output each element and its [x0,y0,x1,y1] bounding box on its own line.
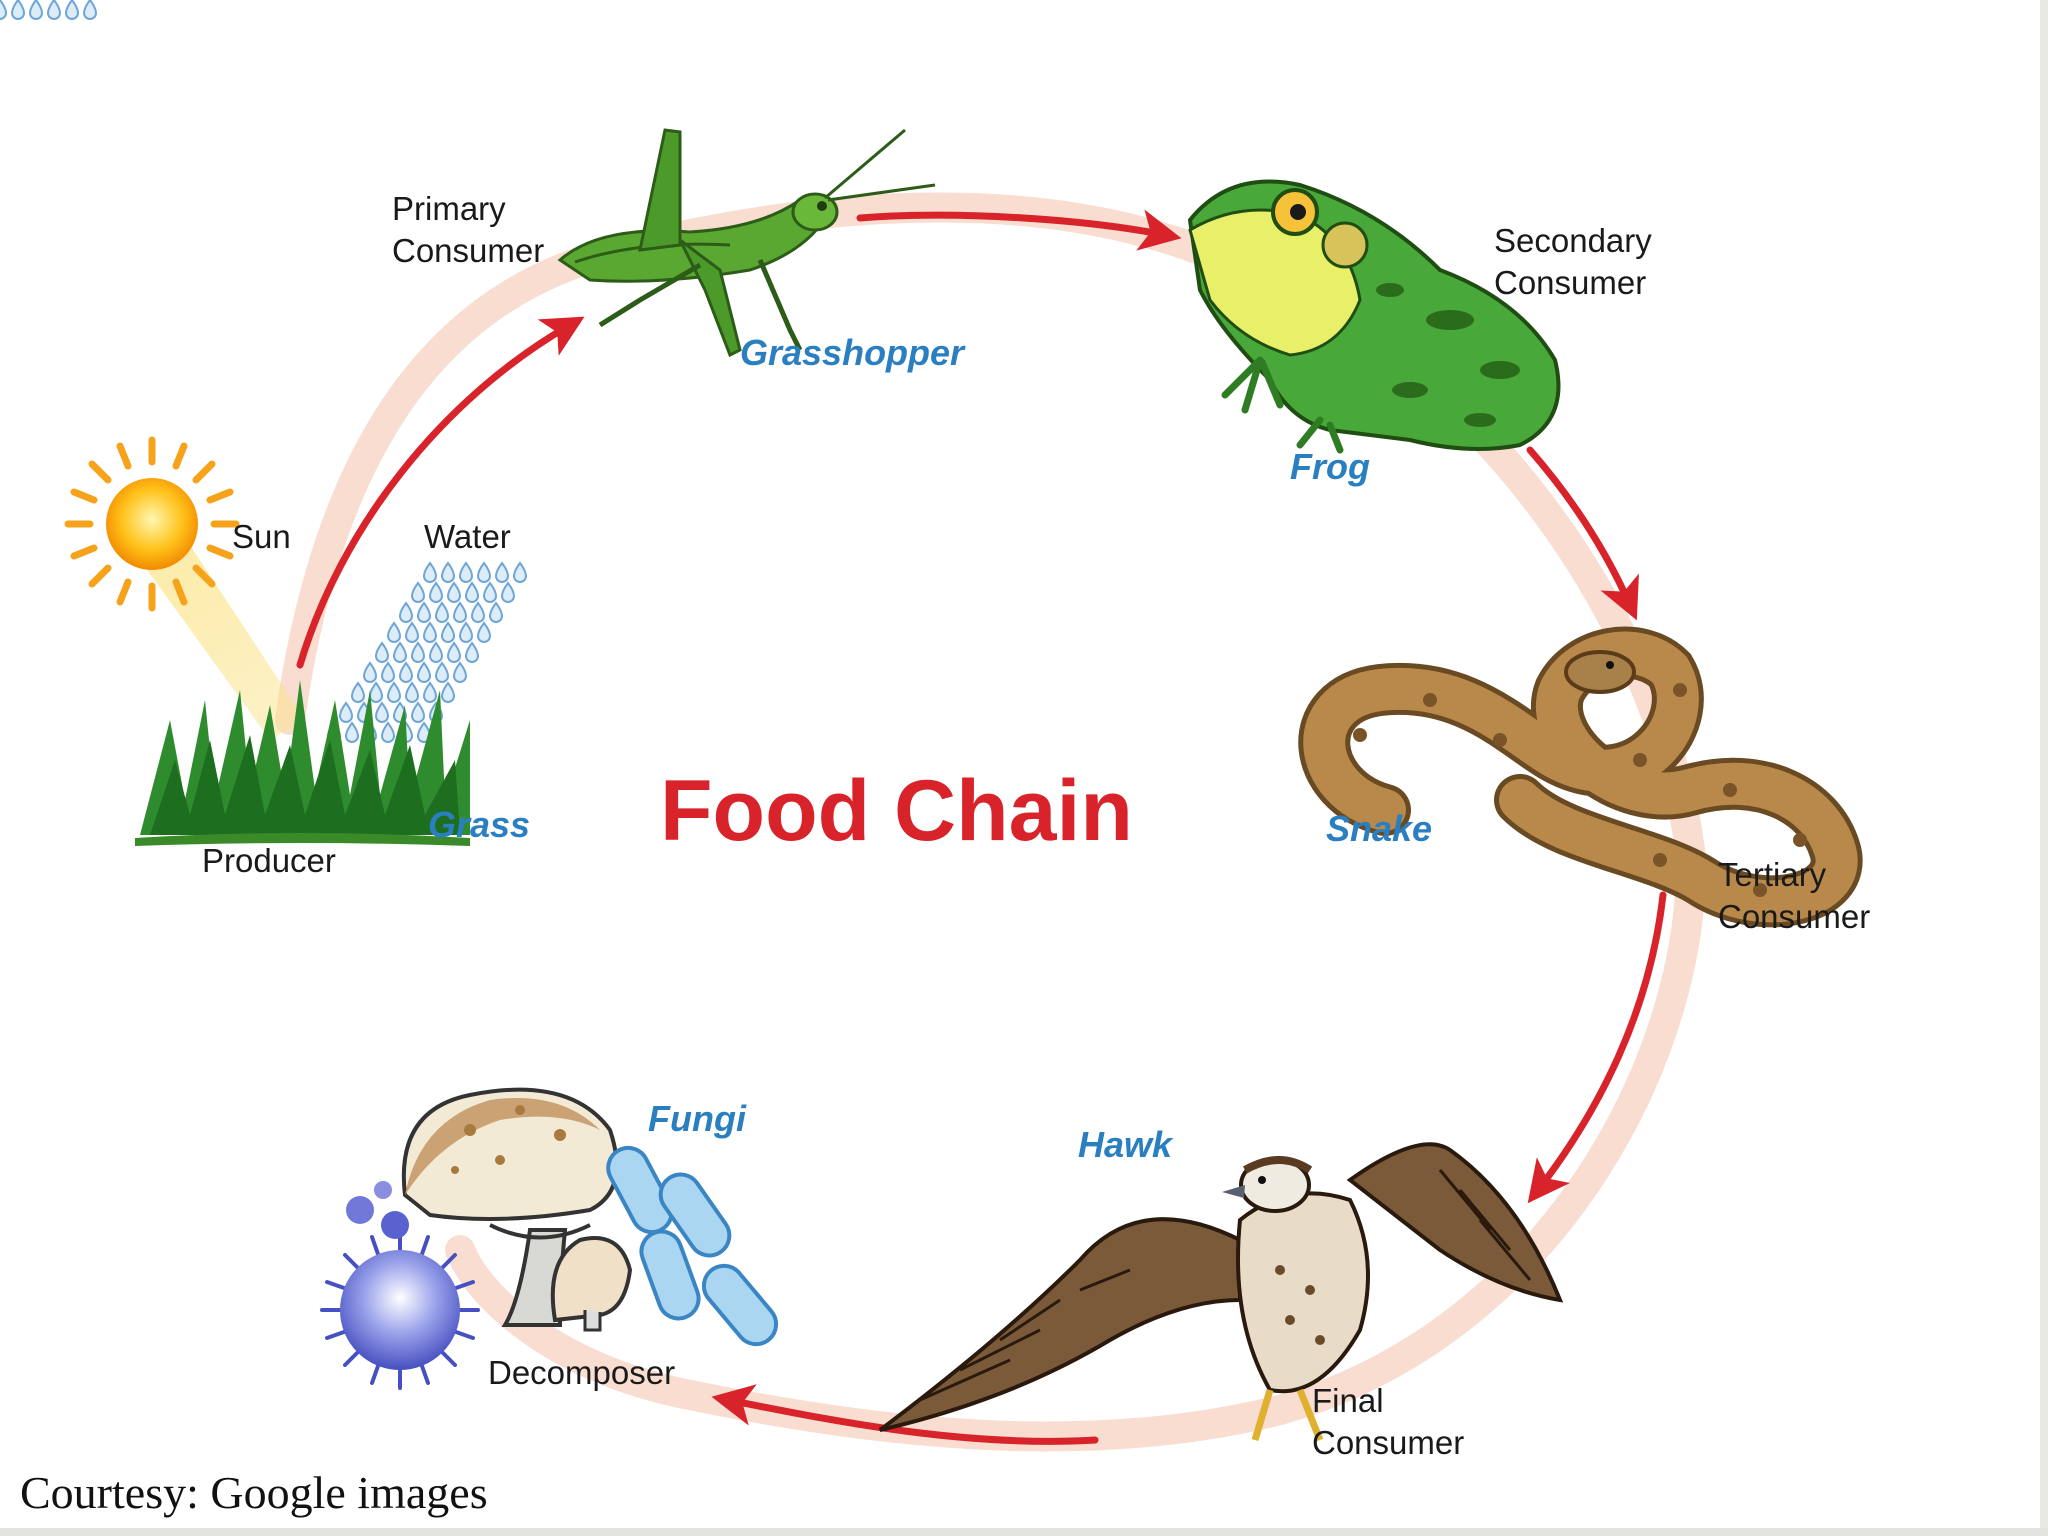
mushroom-icon [401,1087,633,1332]
sun-icon [64,436,305,740]
bacteria-icon [320,1145,779,1390]
organism-fungi: Fungi [648,1098,746,1139]
label-primary-consumer: Primary Consumer [392,190,545,269]
arrow-frog-to-snake [1526,446,1639,621]
label-secondary-consumer: Secondary Consumer [1494,222,1652,301]
arrow-hawk-to-decomposer [711,1384,1099,1445]
page-edge-right [2040,0,2048,1536]
diagram-title: Food Chain [660,763,1133,859]
label-decomposer: Decomposer [488,1354,676,1391]
organism-grasshopper: Grasshopper [740,332,965,373]
label-sun: Sun [232,518,291,555]
organism-snake: Snake [1326,808,1433,849]
label-producer: Producer [202,842,336,879]
organism-grass: Grass [428,804,531,845]
grass-icon [135,680,470,846]
frog-icon [1187,179,1561,454]
label-water: Water [424,518,511,555]
arrow-grasshopper-to-frog [856,209,1182,251]
cycle-arrows [296,209,1667,1445]
image-credit: Courtesy: Google images [20,1467,488,1518]
label-tertiary-consumer: Tertiary Consumer [1718,856,1871,935]
hawk-icon [878,1142,1564,1442]
water-drops-icon [0,0,527,743]
snake-icon [1298,626,1863,928]
grasshopper-icon [557,128,936,358]
organism-hawk: Hawk [1078,1124,1173,1165]
label-final-consumer: Final Consumer [1312,1382,1465,1461]
arrow-snake-to-hawk [1527,891,1667,1204]
page-edge-bottom [0,1528,2048,1536]
organism-frog: Frog [1290,446,1370,487]
arrow-grass-to-grasshopper [296,316,585,669]
